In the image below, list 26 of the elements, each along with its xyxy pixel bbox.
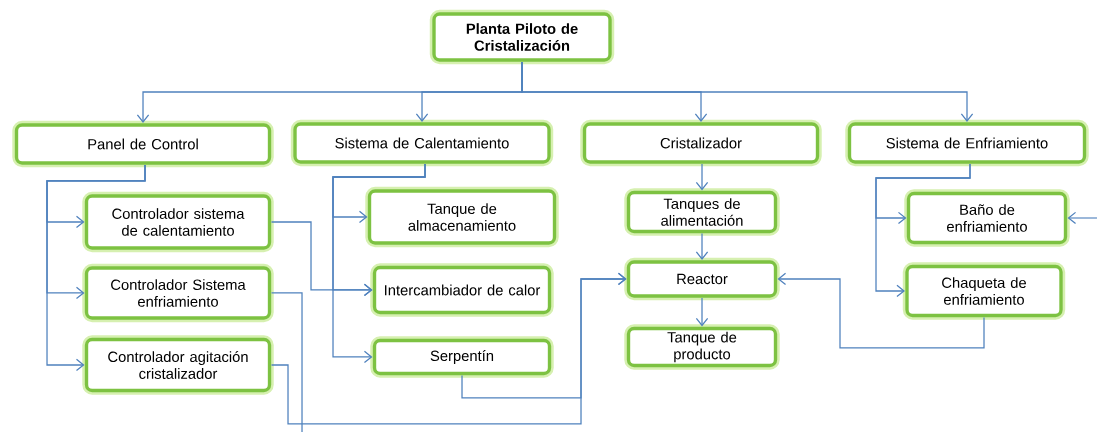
org-box: Controlador sistema de calentamiento (82, 191, 274, 253)
connector-arrow (875, 163, 971, 298)
connector-arrow (332, 163, 426, 364)
org-box: Chaqueta de enfriamiento (902, 262, 1066, 320)
org-box: Intercambiador de calor (370, 263, 554, 317)
org-box: Tanque de producto (624, 324, 780, 370)
org-box: Controlador Sistema enfriamiento (82, 263, 274, 323)
org-box: Panel de Control (12, 120, 274, 168)
org-box: Serpentín (370, 336, 554, 378)
org-box: Planta Piloto de Cristalización (429, 9, 615, 65)
org-box: Controlador agitación cristalizador (82, 335, 274, 395)
org-box: Sistema de Calentamiento (290, 119, 554, 167)
org-box: Tanque de almacenamiento (365, 186, 559, 248)
connector-arrow (695, 297, 709, 327)
connector-arrow (777, 272, 985, 349)
connector-arrow (695, 163, 709, 191)
connector-arrow (695, 232, 709, 260)
org-box: Cristalizador (580, 119, 822, 167)
connector-arrow (46, 164, 146, 372)
connector-arrow (270, 221, 373, 297)
org-box: Sistema de Enfriamiento (845, 119, 1089, 167)
org-box: Tanques de alimentación (624, 188, 780, 236)
connector-arrow (270, 272, 627, 425)
connector-arrow (521, 61, 974, 122)
org-box: Baño de enfriamiento (904, 189, 1070, 247)
org-box: Reactor (624, 257, 780, 301)
